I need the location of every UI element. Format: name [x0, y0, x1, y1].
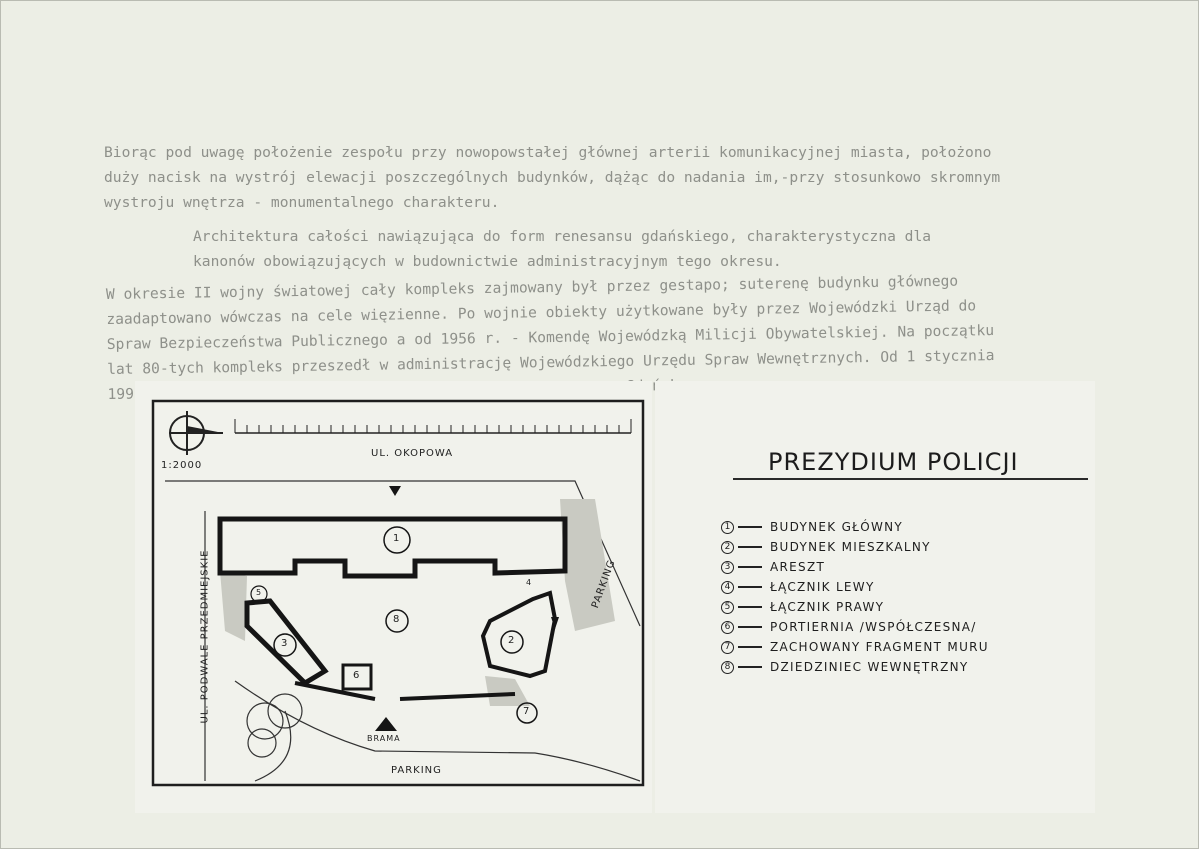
building-number: 4 — [526, 578, 533, 587]
legend-list: 1 BUDYNEK GŁÓWNY 2 BUDYNEK MIESZKALNY 3 ARE… — [721, 517, 989, 677]
legend-label: DZIEDZINIEC WEWNĘTRZNY — [770, 660, 969, 674]
legend-number: 6 — [721, 620, 734, 634]
site-plan: 1:2000 UL. OKOPOWA UL. PODWALE PRZEDMIEJ… — [135, 381, 652, 813]
street-label-top: UL. OKOPOWA — [371, 448, 454, 459]
legend-number: 4 — [721, 580, 734, 594]
legend-number: 5 — [721, 600, 734, 614]
legend-number: 3 — [721, 560, 734, 574]
legend-item: 6 PORTIERNIA /WSPÓŁCZESNA/ — [721, 617, 989, 637]
building-number: 2 — [508, 635, 516, 646]
legend-dash — [738, 586, 762, 588]
legend-label: BUDYNEK GŁÓWNY — [770, 520, 904, 534]
building-number: 6 — [353, 670, 361, 681]
legend-divider — [733, 478, 1088, 480]
legend-item: 7 ZACHOWANY FRAGMENT MURU — [721, 637, 989, 657]
legend-label: PORTIERNIA /WSPÓŁCZESNA/ — [770, 620, 977, 634]
legend-title: PREZYDIUM POLICJI — [768, 448, 1019, 476]
building-number: 3 — [281, 638, 289, 649]
paragraph-architecture: Architektura całości nawiązująca do form… — [193, 174, 931, 324]
legend-dash — [738, 626, 762, 628]
legend-dash — [738, 566, 762, 568]
scale-label: 1:2000 — [161, 460, 203, 471]
legend-dash — [738, 546, 762, 548]
legend-dash — [738, 666, 762, 668]
legend-label: ŁĄCZNIK LEWY — [770, 580, 875, 594]
text-line: Biorąc pod uwagę położenie zespołu przy … — [104, 144, 992, 161]
paragraph-intro: Biorąc pod uwagę położenie zespołu przy … — [104, 90, 1000, 265]
text-line: Architektura całości nawiązująca do form… — [193, 228, 932, 245]
legend-dash — [738, 526, 762, 528]
legend-number: 1 — [721, 520, 734, 534]
text-line: duży nacisk na wystrój elewacji poszczeg… — [104, 169, 1001, 186]
legend-number: 2 — [721, 540, 734, 554]
legend-dash — [738, 646, 762, 648]
building-number: 8 — [393, 614, 401, 625]
gate-label: BRAMA — [367, 734, 401, 743]
legend-item: 3 ARESZT — [721, 557, 989, 577]
legend-item: 2 BUDYNEK MIESZKALNY — [721, 537, 989, 557]
building-number: 1 — [393, 533, 401, 544]
street-label-left: UL. PODWALE PRZEDMIEJSKIE — [199, 549, 211, 724]
site-plan-drawing — [151, 399, 645, 787]
legend-number: 8 — [721, 660, 734, 674]
north-arrow-icon — [169, 411, 223, 455]
legend-label: BUDYNEK MIESZKALNY — [770, 540, 931, 554]
legend-item: 1 BUDYNEK GŁÓWNY — [721, 517, 989, 537]
legend-number: 7 — [721, 640, 734, 654]
text-line: wystroju wnętrza - monumentalnego charak… — [104, 194, 500, 211]
legend-dash — [738, 606, 762, 608]
legend-label: ŁĄCZNIK PRAWY — [770, 600, 885, 614]
building-number: 7 — [523, 706, 531, 717]
legend-panel — [655, 381, 1095, 813]
legend-label: ARESZT — [770, 560, 826, 574]
text-line: kanonów obowiązujących w budownictwie ad… — [193, 253, 782, 270]
legend-item: 8 DZIEDZINIEC WEWNĘTRZNY — [721, 657, 989, 677]
building-number: 5 — [256, 588, 263, 597]
parking-label-bottom: PARKING — [391, 765, 442, 776]
legend-label: ZACHOWANY FRAGMENT MURU — [770, 640, 989, 654]
legend-item: 4 ŁĄCZNIK LEWY — [721, 577, 989, 597]
legend-item: 5 ŁĄCZNIK PRAWY — [721, 597, 989, 617]
